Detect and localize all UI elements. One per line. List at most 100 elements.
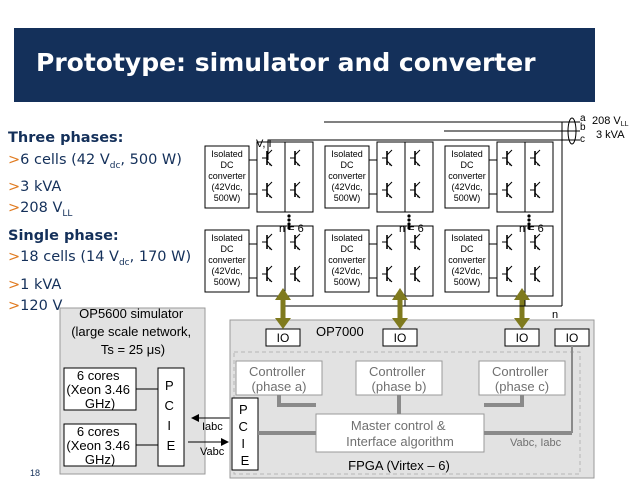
switch-icon <box>502 149 513 167</box>
pcie-right: P C I E <box>231 397 259 471</box>
switch-icon <box>382 233 393 251</box>
switch-icon <box>262 149 273 167</box>
ellipsis-dot <box>407 226 411 230</box>
svg-text:IO: IO <box>394 331 407 345</box>
page-number: 18 <box>30 468 41 478</box>
cell-count-label: n = 6 <box>519 223 544 235</box>
three-phase-item: >6 cells (42 Vdc, 500 W) <box>8 151 182 171</box>
switch-icon <box>530 149 541 167</box>
switch-icon <box>410 149 421 167</box>
switch-icon <box>290 233 301 251</box>
controller-a: Controller (phase a) <box>235 360 323 396</box>
vi-label: V, I <box>256 138 272 150</box>
rating-voltage: 208 VLL <box>592 115 629 128</box>
ellipsis-dot <box>527 226 531 230</box>
ellipsis-dot <box>287 214 291 218</box>
svg-text:Controller (phase b): Controller (phase b) <box>369 364 429 394</box>
n-label: n <box>552 309 558 321</box>
io-box-meas: IO <box>554 328 590 347</box>
switch-icon <box>410 265 421 283</box>
io-box-b: IO <box>382 328 418 347</box>
ellipsis-dot <box>407 222 411 226</box>
rating-kva: 3 kVA <box>596 129 625 141</box>
cell-count-label: n = 6 <box>279 223 304 235</box>
switch-icon <box>410 181 421 199</box>
switch-icon <box>262 233 273 251</box>
switch-icon <box>502 181 513 199</box>
switch-icon <box>290 181 301 199</box>
io-link-arrows <box>275 288 530 329</box>
cell-count-label: n = 6 <box>399 223 424 235</box>
svg-text:Controller (phase a): Controller (phase a) <box>249 364 309 394</box>
switch-icon <box>290 265 301 283</box>
bidirectional-arrow <box>275 288 291 329</box>
op7000-label: OP7000 <box>316 324 364 339</box>
svg-text:IO: IO <box>277 331 290 345</box>
vabc-iabc-label: Vabc, Iabc <box>510 437 562 449</box>
fpga-label: FPGA (Virtex – 6) <box>348 458 450 473</box>
title-bar: Prototype: simulator and converter <box>14 28 595 102</box>
svg-text:6 cores (Xeon 3.46: 6 cores (Xeon 3.46 GHz) <box>66 368 133 411</box>
three-phase-item: >208 VLL <box>8 200 73 220</box>
slide-title: Prototype: simulator and converter <box>36 48 536 77</box>
switch-icon <box>530 181 541 199</box>
ellipsis-dot <box>287 222 291 226</box>
switch-icon <box>262 181 273 199</box>
controller-b: Controller (phase b) <box>355 360 443 396</box>
cores-box-1: 6 cores (Xeon 3.46 GHz) <box>63 367 137 411</box>
switch-icon <box>530 265 541 283</box>
cores-box-2: 6 cores (Xeon 3.46 GHz) <box>63 423 137 467</box>
switch-icon <box>382 149 393 167</box>
bidirectional-arrow <box>514 288 530 329</box>
ellipsis-dot <box>287 226 291 230</box>
single-phase-heading: Single phase: <box>8 227 119 244</box>
switch-icon <box>530 233 541 251</box>
specs-list: Three phases: >6 cells (42 Vdc, 500 W) >… <box>8 128 191 324</box>
phase-b-label: b <box>580 122 586 133</box>
ellipsis-dot <box>527 214 531 218</box>
three-phase-heading: Three phases: <box>8 130 124 146</box>
phase-lines <box>267 121 580 307</box>
ellipsis-dot <box>407 218 411 222</box>
phase-c-label: c <box>580 134 585 145</box>
single-phase-item: >1 kVA <box>8 276 62 293</box>
ellipsis-dot <box>527 222 531 226</box>
svg-text:IO: IO <box>516 331 529 345</box>
phase-a-label: a <box>580 113 586 124</box>
fpga-bus <box>258 395 572 435</box>
master-control-box: Master control & Interface algorithm <box>315 413 485 453</box>
io-box-c: IO <box>504 328 540 347</box>
svg-text:Master control & Interfa: Master control & Interface algorithm <box>346 418 454 449</box>
ellipsis-dot <box>527 218 531 222</box>
svg-text:P C I E: P C I E <box>238 402 251 468</box>
svg-text:Controller (phase c): Controller (phase c) <box>492 364 552 394</box>
switch-icon <box>382 265 393 283</box>
svg-text:P C I E: P C I E <box>164 378 177 453</box>
switch-icon <box>290 149 301 167</box>
svg-text:6 cores (Xeon 3.46: 6 cores (Xeon 3.46 GHz) <box>66 424 133 467</box>
controller-c: Controller (phase c) <box>478 360 566 396</box>
switch-icon <box>502 233 513 251</box>
three-phase-item: >3 kVA <box>8 178 62 195</box>
pcie-left: P C I E <box>157 367 185 467</box>
op5600-label: OP5600 simulator (large scale network, T… <box>71 306 195 357</box>
ellipsis-dot <box>287 218 291 222</box>
vabc-label: Vabc <box>200 446 225 458</box>
io-box-a: IO <box>265 328 301 347</box>
ellipsis-dot <box>407 214 411 218</box>
single-phase-item: >18 cells (14 Vdc, 170 W) <box>8 249 192 269</box>
switch-icon <box>262 265 273 283</box>
phase-bundle-ring <box>567 117 577 145</box>
